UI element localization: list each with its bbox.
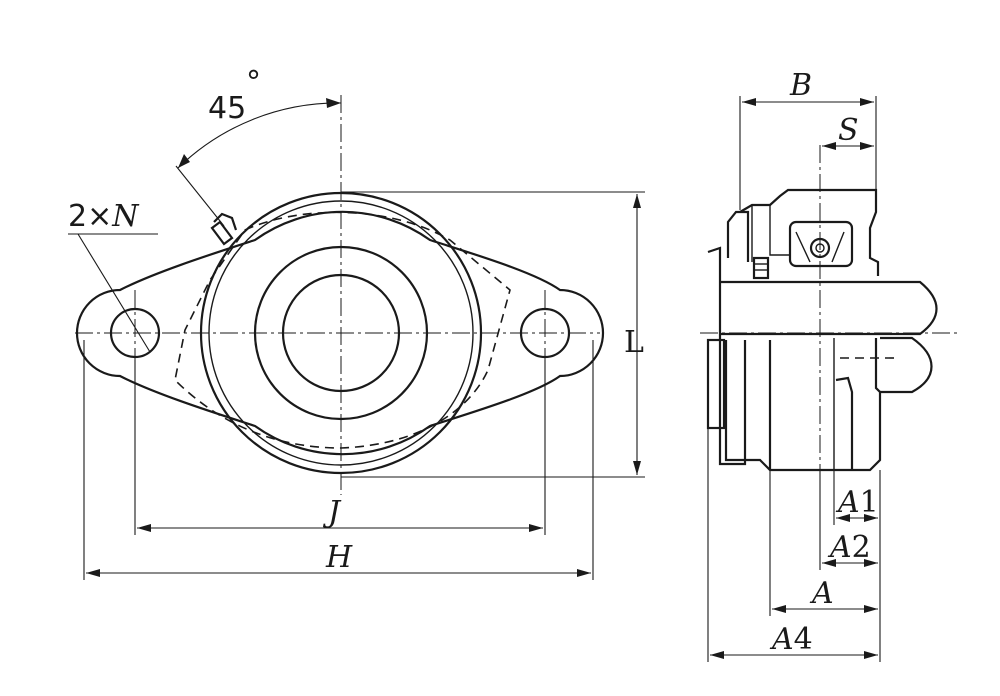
bearing-recess xyxy=(835,376,854,470)
cap-step xyxy=(769,205,790,256)
grease-nipple xyxy=(210,212,238,246)
h-arrow-left xyxy=(86,569,100,577)
l-arrow-bottom xyxy=(633,461,641,475)
bearing-cage xyxy=(788,220,854,268)
bearing-seal-lines xyxy=(795,231,845,263)
flange-plate-bottom xyxy=(706,338,726,430)
side-view: B S A1 A2 A A4 xyxy=(700,68,960,662)
locking-collar xyxy=(726,210,750,262)
side-housing-body xyxy=(724,338,882,472)
dim-label-a4: A4 xyxy=(769,622,813,657)
hidden-bearing-seat xyxy=(174,211,511,449)
angle-label: 45 xyxy=(208,91,246,126)
dim-label-a: A xyxy=(809,576,834,611)
angle-arrow-left xyxy=(178,154,190,168)
h-arrow-right xyxy=(577,569,591,577)
a2-arrow-left xyxy=(822,559,836,567)
a4-arrow-right xyxy=(864,651,878,659)
a1-arrow-right xyxy=(864,514,878,522)
a1-arrow-left xyxy=(836,514,850,522)
housing-cap xyxy=(739,188,880,276)
b-arrow-left xyxy=(742,98,756,106)
angle-degree-symbol: ° xyxy=(246,65,261,100)
dim-label-j: J xyxy=(322,495,342,530)
s-arrow-left xyxy=(822,142,836,150)
l-arrow-top xyxy=(633,194,641,208)
a4-arrow-left xyxy=(710,651,724,659)
dim-label-h: H xyxy=(325,540,353,575)
hole-leader-line xyxy=(77,233,151,353)
j-arrow-right xyxy=(529,524,543,532)
dim-label-a1: A1 xyxy=(835,485,879,520)
front-view: 45 ° 2×N L J H xyxy=(68,65,645,580)
shaft-lower-break xyxy=(880,336,933,394)
dim-label-l: L xyxy=(624,325,644,360)
angle-arrow-right xyxy=(326,98,341,108)
b-arrow-right xyxy=(860,98,874,106)
hole-count-label: 2×N xyxy=(68,199,140,234)
a2-arrow-right xyxy=(864,559,878,567)
a-arrow-right xyxy=(864,605,878,613)
set-screw xyxy=(752,256,770,280)
j-arrow-left xyxy=(137,524,151,532)
flange-plate-left xyxy=(707,246,747,466)
angle-arc xyxy=(177,102,342,169)
dim-label-b: B xyxy=(789,68,812,103)
s-arrow-right xyxy=(860,142,874,150)
angle-leader xyxy=(175,165,225,227)
dim-label-a2: A2 xyxy=(827,530,871,565)
a-arrow-left xyxy=(772,605,786,613)
shaft xyxy=(720,280,938,336)
dim-label-s: S xyxy=(838,113,859,148)
flange-housing-outline xyxy=(75,210,605,456)
